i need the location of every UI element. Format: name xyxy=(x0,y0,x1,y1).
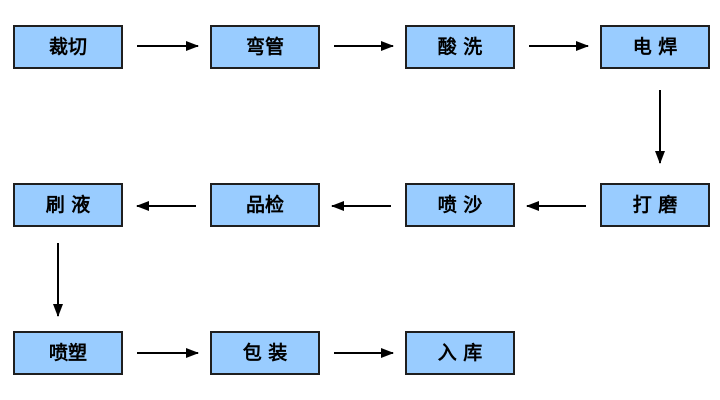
node-warehouse: 入 库 xyxy=(405,331,515,375)
node-bend: 弯管 xyxy=(210,25,320,69)
node-label: 品检 xyxy=(245,193,284,216)
node-label: 入 库 xyxy=(437,341,483,364)
node-weld: 电 焊 xyxy=(600,25,710,69)
node-spray: 喷塑 xyxy=(13,331,123,375)
node-label: 喷塑 xyxy=(48,341,87,364)
node-label: 酸 洗 xyxy=(437,35,483,58)
node-label: 弯管 xyxy=(245,35,284,58)
node-label: 裁切 xyxy=(48,35,87,58)
node-sandblast: 喷 沙 xyxy=(405,183,515,227)
node-label: 打 磨 xyxy=(632,193,678,216)
node-label: 电 焊 xyxy=(632,35,678,58)
node-grind: 打 磨 xyxy=(600,183,710,227)
node-brush: 刷 液 xyxy=(13,183,123,227)
node-pack: 包 装 xyxy=(210,331,320,375)
node-inspect: 品检 xyxy=(210,183,320,227)
node-cut: 裁切 xyxy=(13,25,123,69)
node-label: 刷 液 xyxy=(45,193,91,216)
node-pickle: 酸 洗 xyxy=(405,25,515,69)
node-label: 包 装 xyxy=(242,341,288,364)
node-label: 喷 沙 xyxy=(437,193,483,216)
